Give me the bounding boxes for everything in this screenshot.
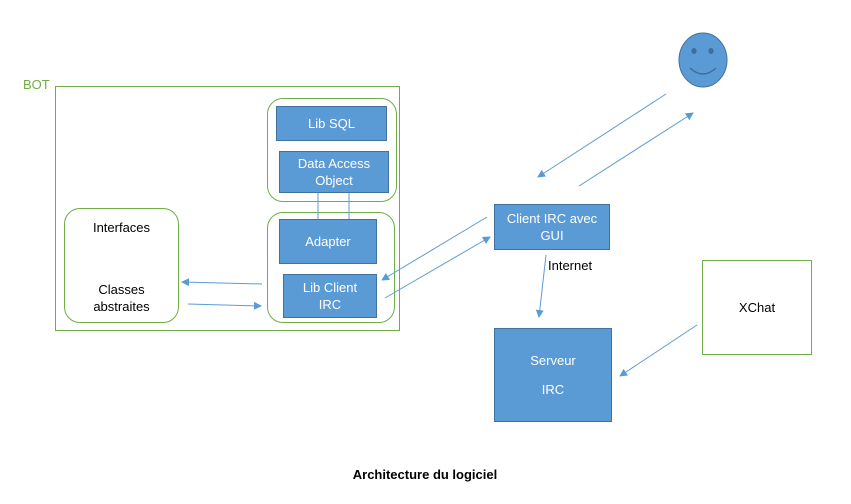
arrow-gui-to-lib-client (381, 216, 488, 281)
adapter-label: Adapter (305, 234, 351, 249)
internet-label: Internet (548, 258, 593, 273)
lib-client-line1: Lib Client (302, 280, 358, 295)
arrow-user-to-gui (537, 93, 667, 178)
dao-line2: Object (315, 173, 353, 188)
xchat-box: XChat (702, 260, 812, 355)
abstraites-label: abstraites (93, 299, 150, 314)
bot-label: BOT (23, 77, 50, 92)
bot-frame (55, 86, 400, 331)
client-irc-gui-line1: Client IRC avec (506, 211, 598, 226)
arrow-gui-to-user (578, 112, 694, 187)
classes-label: Classes (98, 282, 145, 297)
arrow-from-interfaces (187, 301, 262, 310)
data-access-object-box: Data Access Object (279, 151, 389, 193)
client-irc-gui-box: Client IRC avec GUI (494, 204, 610, 250)
arrow-to-interfaces (181, 278, 263, 287)
lib-client-irc-box: Lib Client IRC (283, 274, 377, 318)
client-layer-group (267, 212, 395, 323)
interfaces-label: Interfaces (92, 220, 151, 235)
adapter-box: Adapter (279, 219, 377, 264)
lib-sql-label: Lib SQL (308, 116, 355, 131)
interfaces-group (64, 208, 179, 323)
smiley-face-icon (678, 32, 728, 88)
lib-client-line2: IRC (318, 297, 342, 312)
client-irc-gui-line2: GUI (540, 228, 564, 243)
arrow-gui-to-serveur (535, 254, 547, 318)
lib-sql-box: Lib SQL (276, 106, 387, 141)
diagram-caption: Architecture du logiciel (352, 467, 498, 482)
arrow-xchat-to-serveur (619, 324, 698, 377)
serveur-line2: IRC (541, 382, 565, 397)
xchat-label: XChat (738, 300, 776, 315)
arrow-lib-client-to-gui (384, 236, 491, 299)
serveur-line1: Serveur (530, 353, 576, 368)
dao-line1: Data Access (297, 156, 371, 171)
data-layer-group (267, 98, 397, 202)
serveur-irc-box: Serveur IRC (494, 328, 612, 422)
